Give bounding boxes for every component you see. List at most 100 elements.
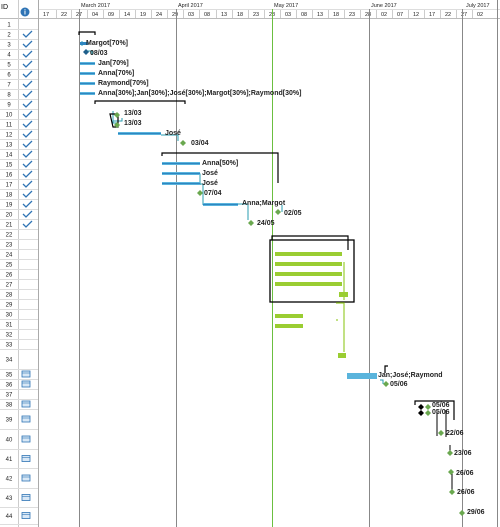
row-id[interactable]: 26	[6, 273, 13, 279]
row-id[interactable]: 39	[6, 418, 13, 424]
label-r44: 29/06	[467, 509, 485, 516]
row-id[interactable]: 27	[6, 283, 13, 289]
row-id[interactable]: 36	[6, 383, 13, 389]
day-label: 13	[221, 12, 227, 18]
calendar-icon	[21, 512, 31, 519]
row-id[interactable]: 22	[6, 233, 13, 239]
label-r8: Anna[30%];Jan[30%];José[30%];Margot[30%]…	[98, 90, 301, 97]
check-icon	[22, 50, 33, 58]
label-r11: 13/03	[124, 120, 142, 127]
row-id[interactable]: 17	[6, 183, 13, 189]
row-id[interactable]: 42	[6, 477, 13, 483]
check-icon	[22, 160, 33, 168]
milestones	[83, 49, 465, 516]
label-r39: 05/06	[432, 409, 450, 416]
row-id[interactable]: 7	[7, 83, 11, 89]
row-id[interactable]: 8	[7, 93, 11, 99]
summary-bars	[78, 31, 455, 420]
month-label: June 2017	[371, 3, 397, 9]
day-label: 23	[253, 12, 259, 18]
row-id[interactable]: 11	[6, 123, 13, 129]
row-id[interactable]: 1	[7, 23, 11, 29]
day-label: 03	[188, 12, 194, 18]
check-icon	[22, 130, 33, 138]
row-id[interactable]: 35	[6, 373, 13, 379]
svg-text:i: i	[24, 10, 26, 17]
check-icon	[22, 220, 33, 228]
row-id[interactable]: 6	[7, 73, 11, 79]
day-label: 18	[333, 12, 339, 18]
day-label: 08	[301, 12, 307, 18]
check-icon	[22, 210, 33, 218]
label-r35: Jan;José;Raymond	[378, 372, 443, 379]
row-id[interactable]: 32	[6, 333, 13, 339]
row-id[interactable]: 15	[6, 163, 13, 169]
row-id[interactable]: 23	[6, 243, 13, 249]
check-icon	[22, 190, 33, 198]
month-label: March 2017	[81, 3, 110, 9]
day-label: 18	[237, 12, 243, 18]
calendar-icon	[21, 380, 31, 388]
check-icon	[22, 100, 33, 108]
row-id[interactable]: 41	[6, 457, 13, 463]
calendar-icon	[21, 435, 31, 443]
row-id[interactable]: 13	[6, 143, 13, 149]
day-label: 09	[108, 12, 114, 18]
row-id[interactable]: 43	[6, 496, 13, 502]
task-labels: Margot[70%] 08/03 Jan[70%] Anna[70%] Ray…	[86, 40, 485, 516]
row-id[interactable]: 28	[6, 293, 13, 299]
row-id[interactable]: 29	[6, 303, 13, 309]
row-id[interactable]: 38	[6, 403, 13, 409]
row-id[interactable]: 44	[6, 514, 13, 520]
row-id[interactable]: 24	[6, 253, 13, 259]
label-r18: 07/04	[204, 190, 222, 197]
check-icon	[22, 140, 33, 148]
row-id[interactable]: 20	[6, 213, 13, 219]
check-icon	[22, 90, 33, 98]
row-id[interactable]: 3	[7, 43, 11, 49]
day-label: 08	[204, 12, 210, 18]
task-bars-blue	[80, 42, 377, 379]
day-label: 12	[413, 12, 419, 18]
label-r16: José	[202, 170, 218, 177]
row-id[interactable]: 30	[6, 313, 13, 319]
row-id[interactable]: 10	[6, 113, 13, 119]
label-r42: 26/06	[456, 470, 474, 477]
row-id[interactable]: 37	[6, 393, 13, 399]
row-id[interactable]: 21	[6, 223, 13, 229]
row-id[interactable]: 16	[6, 173, 13, 179]
row-id[interactable]: 33	[6, 343, 13, 349]
label-r43: 26/06	[457, 489, 475, 496]
row-id[interactable]: 9	[7, 103, 11, 109]
row-id[interactable]: 2	[7, 33, 11, 39]
calendar-icon	[21, 415, 31, 423]
label-r20: 02/05	[284, 210, 302, 217]
label-r10: 13/03	[124, 110, 142, 117]
row-id[interactable]: 25	[6, 263, 13, 269]
label-r38: 05/06	[432, 402, 450, 409]
row-id[interactable]: 5	[7, 63, 11, 69]
row-id[interactable]: 40	[6, 438, 13, 444]
check-icon	[22, 110, 33, 118]
check-icon	[22, 180, 33, 188]
row-id[interactable]: 31	[6, 323, 13, 329]
row-id[interactable]: 18	[6, 193, 13, 199]
check-icon	[22, 80, 33, 88]
day-label: 29	[172, 12, 178, 18]
day-label: 02	[477, 12, 483, 18]
month-label: April 2017	[178, 3, 203, 9]
check-icon	[22, 150, 33, 158]
label-r36: 05/06	[390, 381, 408, 388]
label-r19: Anna;Margot	[242, 200, 286, 207]
day-label: 28	[365, 12, 371, 18]
row-id[interactable]: 34	[6, 358, 13, 364]
row-id[interactable]: 14	[6, 153, 13, 159]
calendar-icon	[21, 400, 31, 408]
day-label: 03	[285, 12, 291, 18]
day-label: 23	[349, 12, 355, 18]
row-id[interactable]: 4	[7, 53, 11, 59]
row-id[interactable]: 19	[6, 203, 13, 209]
calendar-icon	[21, 370, 31, 378]
row-id[interactable]: 12	[6, 133, 13, 139]
